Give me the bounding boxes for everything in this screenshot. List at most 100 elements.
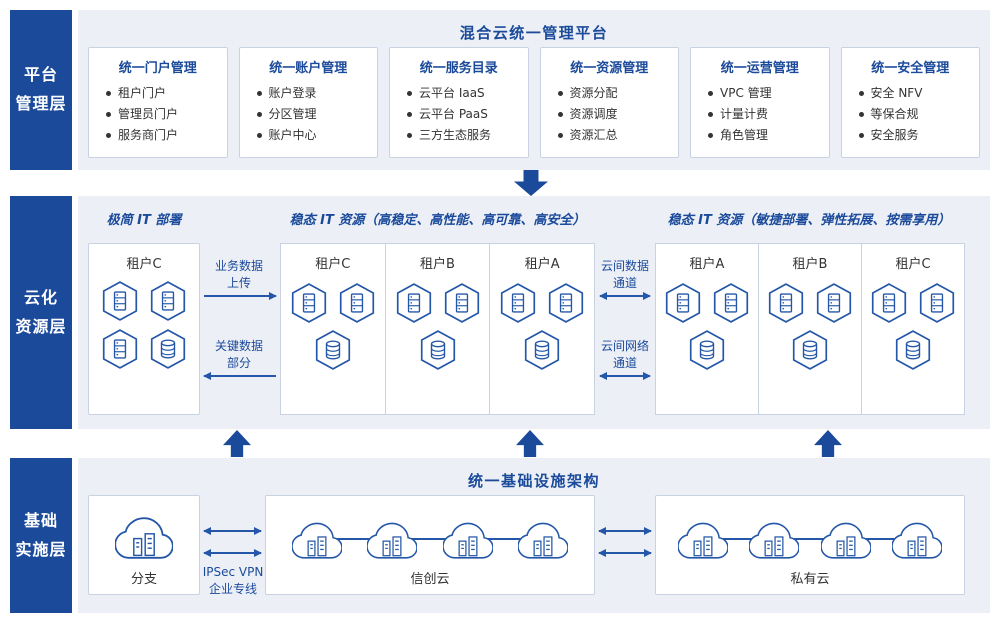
- bullet-icon: [256, 91, 262, 96]
- server-hexagon-icon: [396, 283, 431, 323]
- tenant-label: 租户C: [126, 257, 162, 272]
- bullet-icon: [106, 91, 111, 96]
- card-title: 统一门户管理: [118, 61, 197, 76]
- xinchuang-cloud-box: 信创云: [265, 495, 595, 595]
- upload-link-label: 业务数据 上传: [214, 259, 263, 290]
- platform-title: 混合云统一管理平台: [459, 24, 609, 42]
- database-hexagon-icon: [315, 330, 350, 370]
- vpn-arrow-icon: [203, 548, 262, 557]
- card-item-label: 服务商门户: [118, 128, 179, 142]
- inter-cloud-data-label: 云间数据 通道: [600, 259, 649, 290]
- card-item-label: 角色管理: [720, 128, 769, 142]
- card-item-label: 云平台 PaaS: [419, 107, 488, 121]
- tenant-label: 租户C: [315, 257, 351, 272]
- card-item: 安全 NFV: [842, 83, 980, 104]
- card-item: 账户登录: [240, 83, 378, 104]
- tenant-label: 租户B: [420, 257, 455, 272]
- card-item-label: 安全 NFV: [870, 86, 923, 100]
- database-hexagon-icon: [525, 330, 560, 370]
- database-hexagon-icon: [895, 330, 931, 370]
- layer-badge-platform-text: 平台 管理层: [15, 65, 67, 113]
- card-item-label: 资源调度: [569, 107, 618, 121]
- card-item: 云平台 PaaS: [390, 104, 528, 125]
- flow-up-arrow-icon: [814, 430, 842, 457]
- cloud-datacenter-icon: [892, 522, 943, 559]
- card-item: 分区管理: [240, 104, 378, 125]
- server-hexagon-icon: [713, 283, 749, 323]
- card-item-label: 账户登录: [268, 86, 317, 100]
- tenant-box-steady-c: 租户C: [280, 243, 386, 415]
- database-hexagon-icon: [792, 330, 828, 370]
- card-item-label: 计量计费: [720, 107, 769, 121]
- cloud-datacenter-icon: [442, 522, 493, 559]
- server-hexagon-icon: [768, 283, 804, 323]
- tenant-box-agile-c: 租户C: [861, 243, 965, 415]
- server-hexagon-icon: [919, 283, 955, 323]
- card-item-label: 账户中心: [268, 128, 317, 142]
- card-item: 云平台 IaaS: [390, 83, 528, 104]
- bullet-icon: [557, 91, 563, 96]
- card-item-label: 安全服务: [870, 128, 919, 142]
- flow-down-arrow-icon: [514, 170, 548, 196]
- tenant-label: 租户A: [524, 257, 560, 272]
- server-hexagon-icon: [150, 281, 186, 321]
- card-item: 服务商门户: [89, 125, 227, 146]
- card-item-label: 等保合规: [870, 107, 919, 121]
- platform-cards: 统一门户管理 租户门户 管理员门户 服务商门户 统一账户管理 账户登录 分区管理…: [88, 47, 980, 158]
- tenant-box-steady-a: 租户A: [489, 243, 596, 415]
- branch-label: 分支: [130, 572, 157, 587]
- cloud-connection-line: [690, 538, 930, 540]
- agile-tenant-group: 租户A 租户B 租户C: [655, 243, 965, 415]
- server-hexagon-icon: [871, 283, 907, 323]
- layer-badge-platform: 平台 管理层: [10, 10, 72, 170]
- card-item: 租户门户: [89, 83, 227, 104]
- card-item-label: 三方生态服务: [419, 128, 492, 142]
- card-item-label: 管理员门户: [118, 107, 179, 121]
- server-hexagon-icon: [665, 283, 701, 323]
- private-cloud-label: 私有云: [790, 572, 830, 587]
- layer-badge-cloud: 云化 资源层: [10, 196, 72, 429]
- tenant-box-agile-b: 租户B: [758, 243, 862, 415]
- tenant-box-edge: 租户C: [88, 243, 200, 415]
- server-hexagon-icon: [339, 283, 374, 323]
- card-item-label: 租户门户: [118, 86, 167, 100]
- inter-cloud-network-arrow-icon: [599, 371, 651, 380]
- bullet-icon: [407, 133, 412, 138]
- card-unified-security: 统一安全管理 安全 NFV 等保合规 安全服务: [840, 47, 980, 158]
- card-unified-portal: 统一门户管理 租户门户 管理员门户 服务商门户: [88, 47, 228, 158]
- card-item: 三方生态服务: [390, 125, 528, 146]
- bullet-icon: [557, 133, 563, 138]
- card-title: 统一安全管理: [871, 61, 950, 76]
- bullet-icon: [858, 133, 864, 138]
- card-item: 等保合规: [842, 104, 980, 125]
- vpn-link-label: IPSec VPN 企业专线: [202, 565, 264, 596]
- cloud-datacenter-icon: [518, 522, 569, 559]
- steady-tenant-group: 租户C 租户B 租户A: [280, 243, 596, 415]
- cloud-datacenter-icon: [749, 522, 800, 559]
- bullet-icon: [256, 133, 262, 138]
- bullet-icon: [708, 112, 713, 117]
- tenant-label: 租户C: [895, 257, 931, 272]
- card-item: 资源调度: [541, 104, 679, 125]
- header-minimal-it: 极简 IT 部署: [106, 213, 182, 228]
- tenant-label: 租户A: [689, 257, 725, 272]
- inter-cloud-network-label: 云间网络 通道: [600, 339, 649, 370]
- bullet-icon: [557, 112, 563, 117]
- tenant-box-steady-b: 租户B: [384, 243, 491, 415]
- cloud-link-arrow-icon: [598, 526, 652, 535]
- card-item: 管理员门户: [89, 104, 227, 125]
- card-item: VPC 管理: [691, 83, 829, 104]
- xinchuang-label: 信创云: [410, 572, 450, 587]
- bullet-icon: [407, 112, 412, 117]
- card-item: 计量计费: [691, 104, 829, 125]
- header-agile-it: 稳态 IT 资源（敏捷部署、弹性拓展、按需享用）: [667, 213, 951, 228]
- header-steady-it: 稳态 IT 资源（高稳定、高性能、高可靠、高安全）: [289, 213, 586, 228]
- card-item-label: 分区管理: [268, 107, 317, 121]
- bullet-icon: [708, 133, 713, 138]
- card-item-label: 资源分配: [569, 86, 618, 100]
- server-hexagon-icon: [444, 283, 479, 323]
- database-hexagon-icon: [150, 329, 186, 369]
- layer-badge-infra-text: 基础 实施层: [15, 510, 67, 559]
- cloud-link-arrow-icon: [598, 548, 652, 557]
